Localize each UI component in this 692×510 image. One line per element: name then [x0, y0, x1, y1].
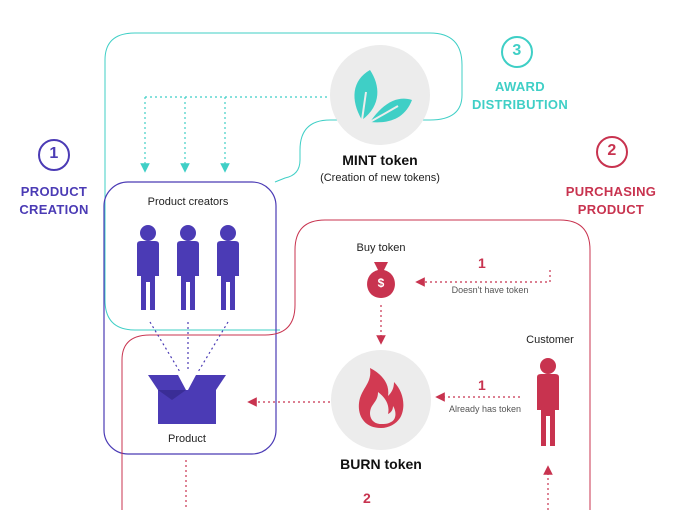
customer-person-icon [537, 358, 559, 446]
step-1-circle [38, 139, 70, 171]
award-loop-line-bottom [104, 299, 280, 331]
step-1-title: PRODUCT CREATION [8, 183, 100, 219]
mint-subtitle: (Creation of new tokens) [320, 172, 440, 184]
step-3-title-line1: AWARD [495, 79, 545, 94]
step-2-circle [596, 136, 628, 168]
edge-doesnt-have-number: 1 [478, 255, 486, 271]
person-icon-3 [217, 225, 239, 310]
step-3-number: 3 [512, 42, 522, 59]
flame-icon [358, 368, 404, 428]
purchasing-loop-line [121, 219, 591, 510]
product-label: Product [168, 433, 206, 445]
person-icon-1 [137, 225, 159, 310]
edge-doesnt-have-label: Doesn't have token [451, 285, 529, 295]
dollar-sign: $ [377, 276, 385, 290]
step-1-title-line1: PRODUCT [20, 184, 88, 199]
step-2-title-line1: PURCHASING [565, 184, 657, 199]
edge-already-has-label: Already has token [448, 404, 522, 414]
edge-already-has-number: 1 [478, 377, 486, 393]
mint-circle [330, 45, 430, 145]
leaf-icon [354, 70, 412, 123]
customer-label: Customer [526, 334, 574, 346]
step-2-title-line2: PRODUCT [577, 202, 645, 217]
buy-token-label: Buy token [356, 242, 406, 254]
box-icon [148, 375, 226, 424]
step-3-title-line2: DISTRIBUTION [471, 97, 569, 112]
step-2-number: 2 [607, 142, 617, 159]
step-1-number: 1 [49, 145, 59, 162]
step-3-title: AWARD DISTRIBUTION [460, 78, 580, 114]
doesnt-have-token-arrow [415, 270, 551, 287]
award-loop-line [104, 32, 463, 300]
person-icon-2 [177, 225, 199, 310]
edge-bottom-number: 2 [363, 490, 371, 506]
product-creators-label: Product creators [147, 196, 229, 208]
step-1-title-line2: CREATION [19, 202, 89, 217]
money-bag-icon [367, 262, 395, 298]
step-3-circle [501, 36, 533, 68]
mint-title: MINT token [342, 152, 418, 168]
product-creation-box [103, 181, 277, 455]
burn-title: BURN token [340, 456, 422, 472]
step-2-title: PURCHASING PRODUCT [552, 183, 670, 219]
